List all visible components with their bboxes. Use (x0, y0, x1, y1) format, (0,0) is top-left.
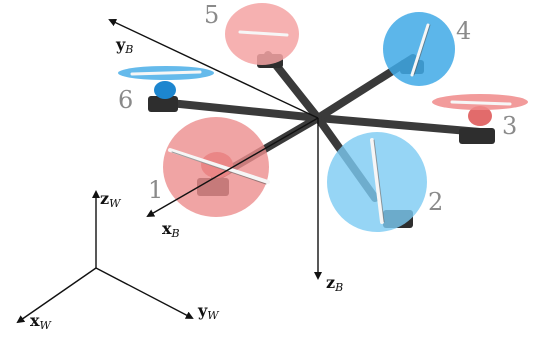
mount-3 (459, 128, 495, 144)
propeller-blades (130, 23, 512, 224)
body-axis-x (146, 117, 319, 217)
label-x-world: xW (30, 311, 53, 332)
blade-5 (238, 30, 289, 37)
rotor-label-4: 4 (456, 17, 471, 45)
rotor-label-1: 1 (148, 176, 163, 204)
arm-3 (314, 114, 484, 136)
blade-4 (410, 23, 430, 77)
rotor-label-6: 6 (118, 86, 133, 114)
world-axis-x (16, 267, 97, 324)
rotor-label-2: 2 (428, 188, 443, 216)
motor-3 (468, 106, 492, 126)
label-z-body: zB (326, 273, 343, 294)
rotor-label-3: 3 (502, 112, 517, 140)
label-y-world: yW (197, 301, 220, 322)
blade-2-shadow (373, 139, 385, 223)
rotor-label-5: 5 (204, 1, 219, 29)
motor-6 (154, 81, 176, 99)
blade-3 (450, 100, 512, 106)
label-z-world: zW (100, 189, 122, 210)
mount-6 (148, 96, 178, 112)
arm-6 (156, 98, 322, 122)
blade-4-shadow (413, 24, 431, 76)
blade-1 (168, 148, 270, 184)
world-axis-y (95, 267, 194, 319)
body-axis-y (108, 18, 319, 119)
world-axis-labels: zW xW yW (30, 189, 220, 332)
world-frame-axes (16, 190, 194, 324)
body-axis-labels: yB xB zB (115, 35, 343, 294)
rotor-labels: 5 4 6 3 1 2 (118, 1, 517, 216)
blade-1-shadow (171, 151, 267, 185)
label-x-body: xB (162, 219, 180, 240)
label-y-body: yB (115, 35, 133, 56)
blade-6 (130, 70, 202, 76)
blade-2 (370, 138, 384, 224)
propeller-blade-shadows (171, 24, 431, 223)
body-frame-axes (108, 18, 322, 280)
